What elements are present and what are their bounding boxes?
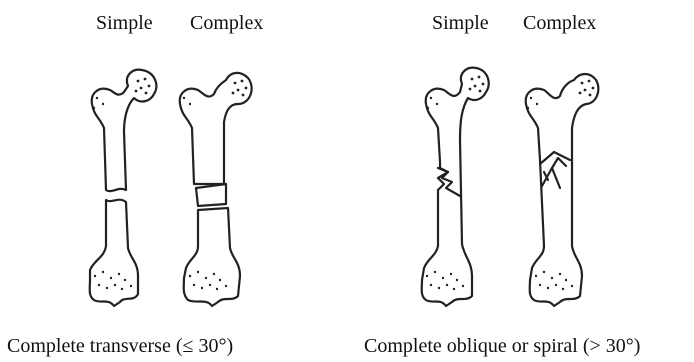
- femur-simple-oblique: [422, 68, 489, 306]
- femur-complex-transverse: [180, 73, 252, 306]
- panel-2-caption: Complete oblique or spiral (> 30°): [364, 336, 640, 356]
- femur-simple-transverse: [90, 70, 157, 306]
- panel-1-caption: Complete transverse (≤ 30°): [7, 336, 233, 356]
- femur-complex-spiral: [526, 74, 599, 306]
